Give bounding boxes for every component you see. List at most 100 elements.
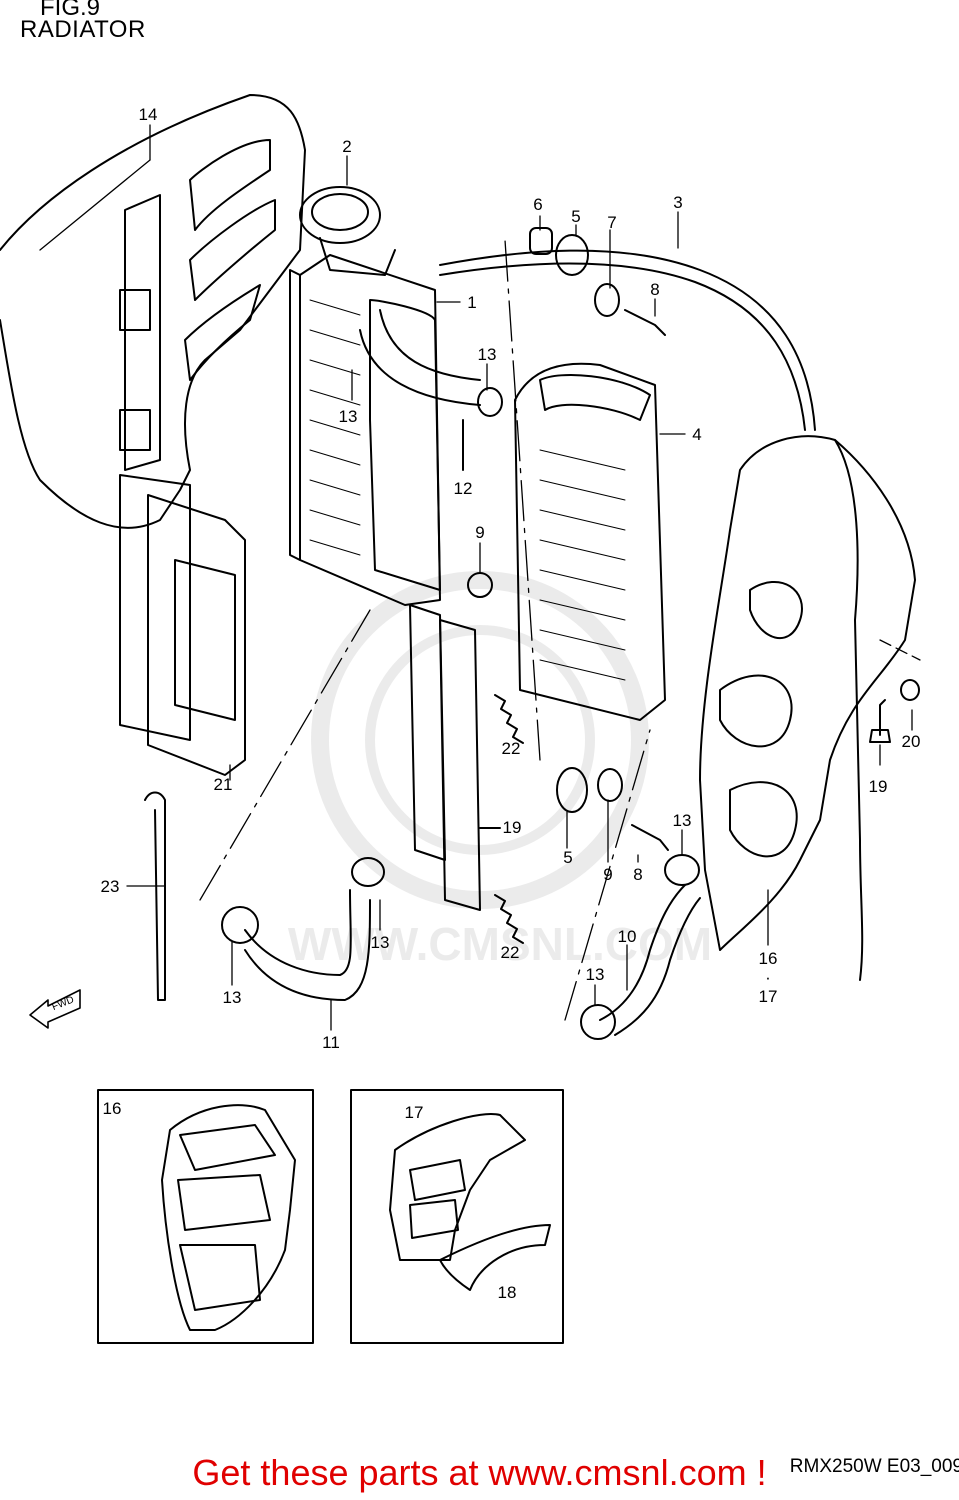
callout-19: 19 [503,818,522,837]
radiator-left-frame [289,269,301,561]
shroud-slot [189,139,271,231]
callout-13: 13 [586,965,605,984]
washer-20 [900,679,920,701]
callout-separator-dot: · [765,968,771,987]
overflow-hose-edge [439,262,806,431]
callout-13: 13 [223,988,242,1007]
shroud-slot [189,199,276,301]
bolt-19 [879,699,886,736]
shroud-slot [184,284,261,381]
callout-16: 16 [103,1099,122,1118]
callout-18: 18 [498,1283,517,1302]
callout-labels: 14 2 6 5 7 3 8 1 13 13 4 12 9 22 21 20 1… [101,105,921,1302]
callout-8: 8 [633,865,642,884]
radiator-louver-plate [119,474,191,741]
callout-19: 19 [869,777,888,796]
spring-22-top [494,694,524,744]
radiator-shroud-left [0,94,306,529]
callout-23: 23 [101,877,120,896]
callout-17: 17 [759,987,778,1006]
cable-tie [144,791,166,1001]
callout-6: 6 [533,195,542,214]
inset-decal-graphic [409,1199,459,1239]
inset-decal-17 [389,1113,526,1261]
callout-12: 12 [454,479,473,498]
radiator-left-fins [309,299,361,556]
inset-graphic [177,1174,271,1231]
inset-box-17-18 [350,1089,564,1344]
hose-clamp-13-lower-left [221,906,259,944]
washer-7 [594,283,620,317]
hose-clamp-13-top [477,387,503,417]
radiator-cap-inner [311,193,369,231]
inset-strip-18 [439,1224,551,1291]
callout-4: 4 [692,425,701,444]
callout-22: 22 [502,739,521,758]
bolt-8-top [624,309,666,336]
callout-13: 13 [673,811,692,830]
shroud-graphic [749,580,803,640]
inset-shroud-16 [161,1104,296,1331]
shroud-inner-line [834,439,864,981]
upper-hose-edge [379,309,481,381]
callout-20: 20 [902,732,921,751]
callout-2: 2 [342,137,351,156]
parts-link-banner: Get these parts at www.cmsnl.com ! [0,1452,959,1494]
grommet-5-bottom [556,767,588,813]
callout-5: 5 [571,207,580,226]
lower-hose [244,899,371,1001]
callout-9: 9 [603,865,612,884]
radiator-left-side-tank [369,299,441,591]
callout-21: 21 [214,775,233,794]
radiator-right-core [514,362,666,721]
fwd-label: FWD [50,994,75,1013]
leader-lines [39,124,921,1031]
guard-tab [119,289,151,331]
radiator-guard-strip [124,194,161,471]
shroud-graphic [719,674,793,748]
radiator-louver-panel [147,494,246,776]
callout-9: 9 [475,523,484,542]
callout-11: 11 [322,1033,340,1052]
diagram-reference-code: RMX250W E03_009 [789,1456,959,1477]
inset-graphic [179,1124,276,1171]
bolt-8-bottom [631,824,669,851]
grommet-5-top [555,234,589,276]
hose-clamp-13-right [664,854,700,886]
parts-link[interactable]: Get these parts at www.cmsnl.com ! [192,1452,767,1493]
overflow-hose [439,249,816,431]
lower-right-hose [599,884,686,1021]
callout-5: 5 [563,848,572,867]
callout-7: 7 [607,213,616,232]
radiator-cap [299,186,381,244]
bolt-19-head [869,729,891,743]
callout-8: 8 [650,280,659,299]
callout-16: 16 [759,949,778,968]
inset-box-16 [97,1089,314,1344]
callout-10: 10 [618,927,637,946]
callout-17: 17 [405,1103,424,1122]
radiator-guard-frame [439,619,481,911]
inset-decal-graphic [409,1159,466,1201]
upper-hose [359,329,481,406]
inset-graphic [179,1244,261,1311]
callout-14: 14 [139,105,158,124]
section-title: RADIATOR [20,16,146,43]
filler-neck [319,237,396,276]
shroud-graphic [729,781,798,858]
callout-1: 1 [467,293,476,312]
radiator-right-fins [539,449,626,681]
louver-inner [174,559,236,721]
callout-13: 13 [478,345,497,364]
callout-3: 3 [673,193,682,212]
callout-22: 22 [501,943,520,962]
callout-13: 13 [339,407,358,426]
watermark-text: WWW.CMSNL.COM [288,918,712,970]
hose-clamp-13-lower-right [580,1004,616,1040]
hose-clamp-13-lower-mid [351,857,385,887]
spring-22-bottom [494,894,524,944]
radiator-right-tank [539,374,651,421]
lower-hose-edge [244,889,352,976]
washer-9-bottom [597,768,623,802]
radiator-shroud-right [699,435,916,951]
